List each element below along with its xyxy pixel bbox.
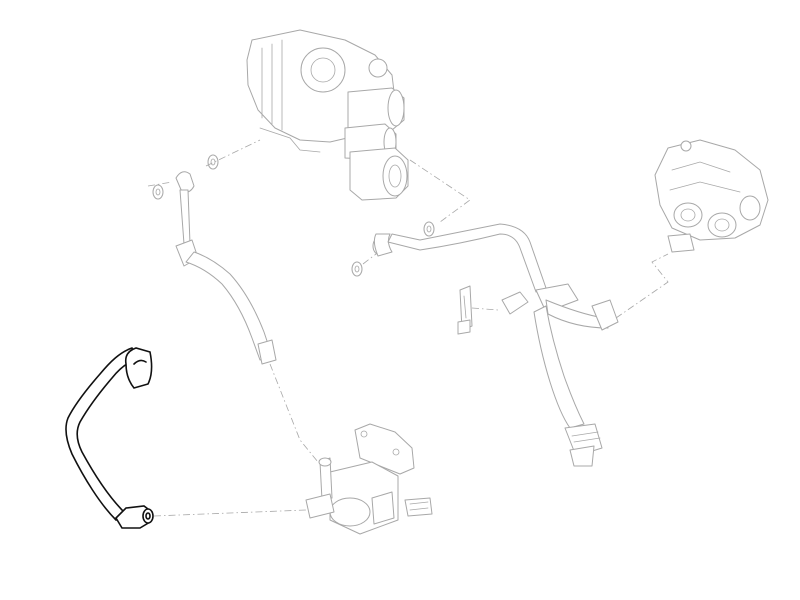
coolant-hose[interactable]	[65, 347, 154, 529]
washer-group-upper	[152, 154, 219, 200]
oil-feed-pipe	[175, 171, 277, 365]
auxiliary-water-pump	[305, 423, 433, 535]
turbocharger	[246, 29, 409, 201]
thermostat-housing	[654, 139, 769, 253]
washer-group-middle	[351, 221, 435, 277]
leader-lines	[147, 139, 669, 517]
mounting-bracket	[457, 285, 473, 335]
coolant-return-pipe	[372, 223, 619, 467]
